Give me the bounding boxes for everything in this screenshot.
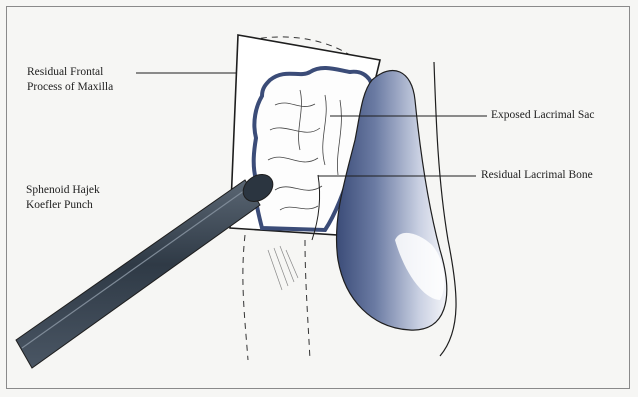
label-frontal-process-line2: Process of Maxilla: [27, 80, 113, 95]
label-punch-line2: Koefler Punch: [26, 198, 100, 213]
label-lacrimal-bone: Residual Lacrimal Bone: [481, 168, 593, 183]
label-punch-line1: Sphenoid Hajek: [26, 183, 100, 198]
label-punch: Sphenoid Hajek Koefler Punch: [26, 183, 100, 213]
label-lacrimal-sac: Exposed Lacrimal Sac: [491, 108, 594, 123]
hatch-marks: [268, 246, 298, 290]
label-frontal-process: Residual Frontal Process of Maxilla: [27, 65, 113, 95]
label-frontal-process-line1: Residual Frontal: [27, 65, 113, 80]
